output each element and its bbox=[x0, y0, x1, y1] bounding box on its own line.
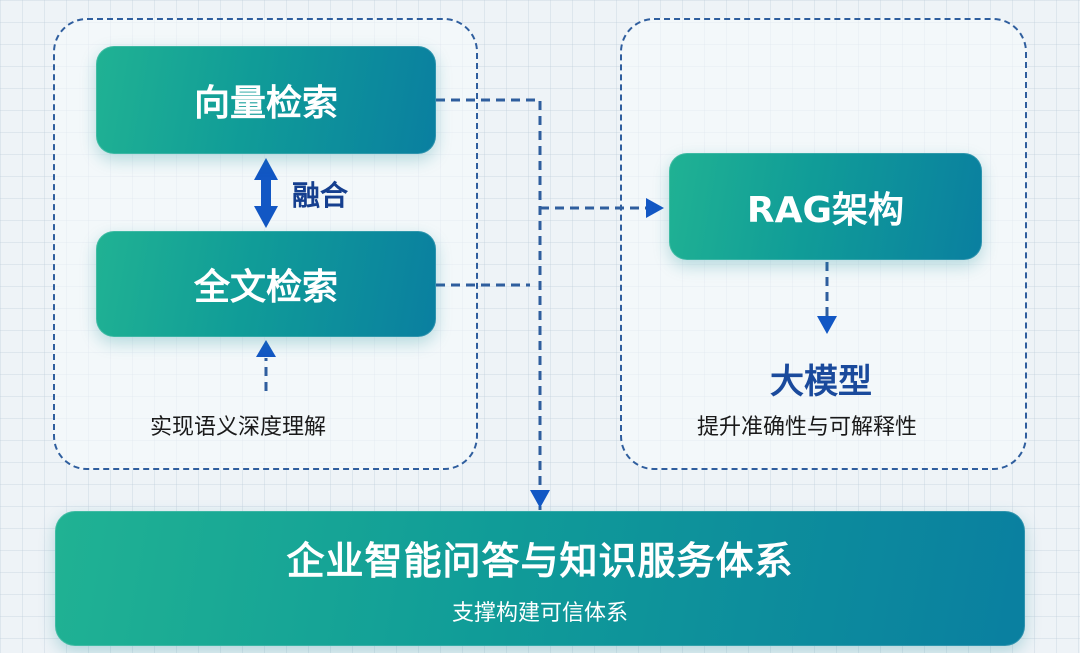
enterprise-title: 企业智能问答与知识服务体系 bbox=[286, 539, 794, 583]
node-enterprise-qa-system: 企业智能问答与知识服务体系 支撑构建可信体系 bbox=[55, 511, 1025, 646]
node-vector-search-label: 向量检索 bbox=[193, 83, 338, 124]
node-fulltext-search: 全文检索 bbox=[96, 231, 436, 337]
semantic-understanding-label: 实现语义深度理解 bbox=[150, 415, 327, 440]
arrowhead-to-enterprise bbox=[530, 490, 550, 508]
node-rag-architecture: RAG架构 bbox=[669, 153, 982, 260]
enterprise-subtitle: 支撑构建可信体系 bbox=[451, 601, 628, 626]
llm-title: 大模型 bbox=[770, 362, 872, 402]
node-vector-search: 向量检索 bbox=[96, 46, 436, 154]
llm-subtitle: 提升准确性与可解释性 bbox=[697, 415, 918, 440]
node-fulltext-search-label: 全文检索 bbox=[193, 267, 338, 308]
node-rag-label: RAG架构 bbox=[746, 189, 905, 231]
fusion-label: 融合 bbox=[292, 179, 349, 212]
